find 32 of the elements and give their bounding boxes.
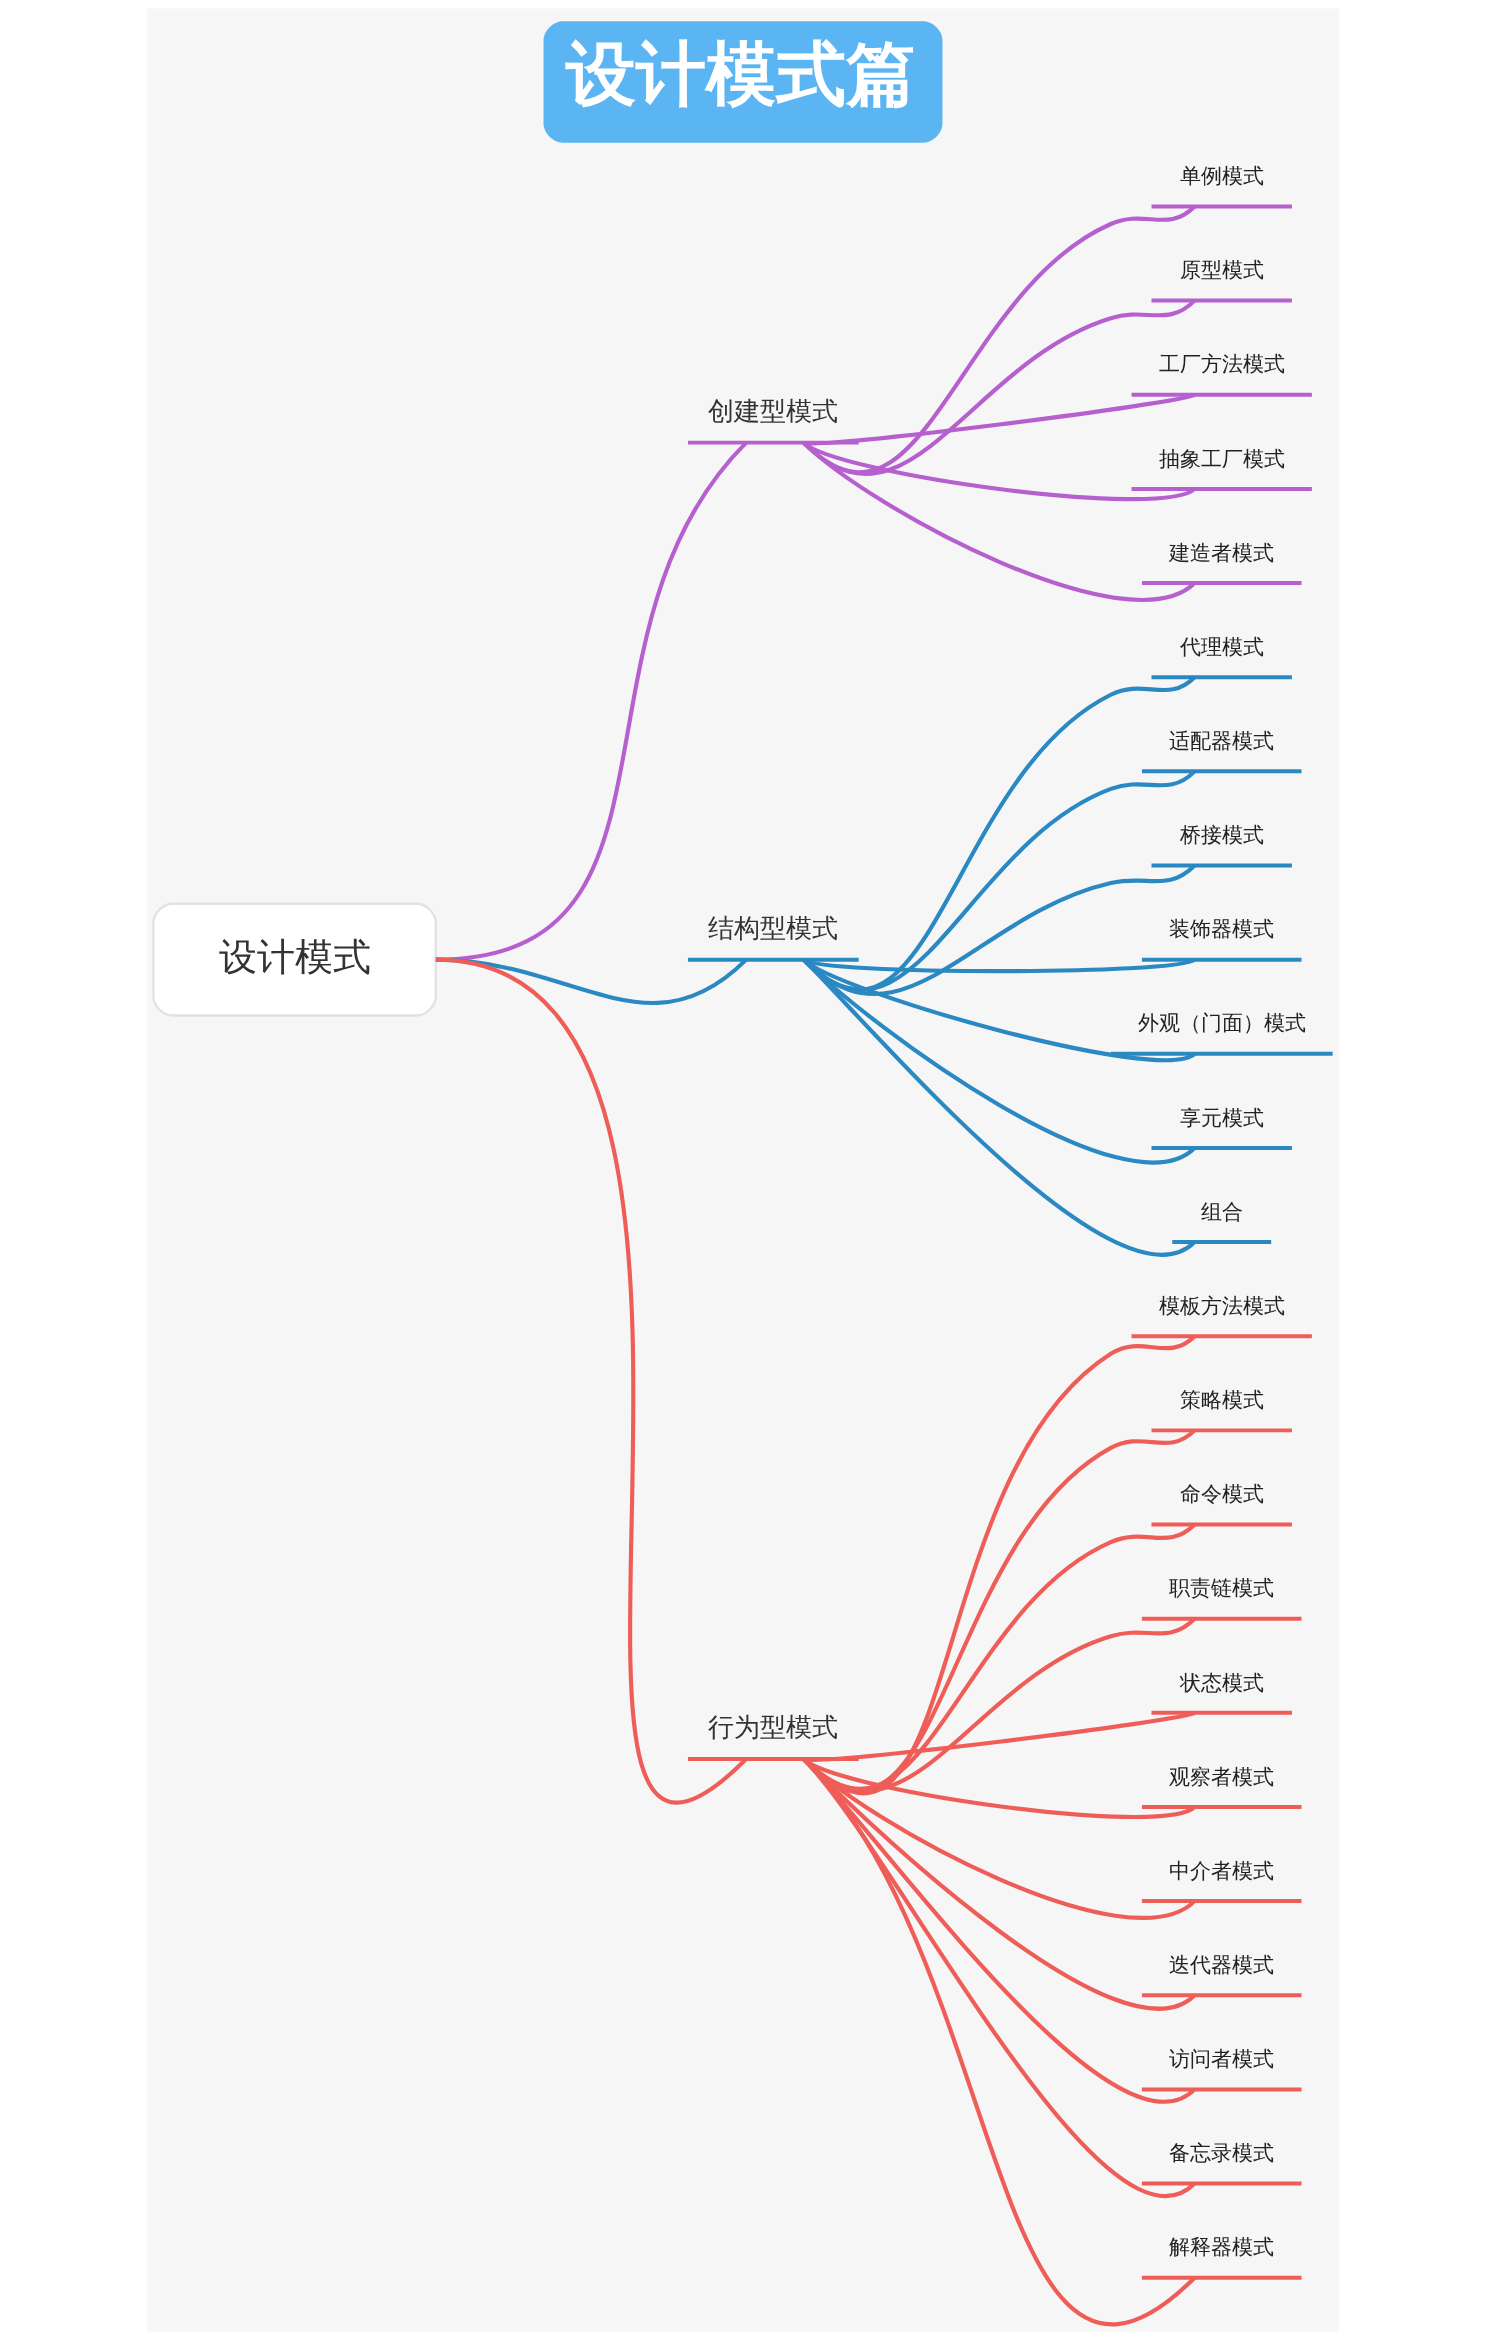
connector bbox=[802, 958, 1196, 1256]
node-text: 代理模式 bbox=[1179, 634, 1264, 659]
connector bbox=[802, 957, 1196, 1063]
node-text: 解释器模式 bbox=[1169, 2235, 1275, 2260]
connector bbox=[802, 441, 1196, 602]
node-text: 组合 bbox=[1200, 1199, 1243, 1224]
node-text: 创建型模式 bbox=[708, 395, 839, 426]
node-text: 单例模式 bbox=[1179, 164, 1264, 189]
node-text: 迭代器模式 bbox=[1169, 1952, 1275, 1977]
node-text: 建造者模式 bbox=[1169, 540, 1275, 565]
node-text: 策略模式 bbox=[1179, 1388, 1264, 1413]
connector bbox=[802, 958, 1196, 1165]
node-text: 观察者模式 bbox=[1169, 1764, 1275, 1789]
node-text: 备忘录模式 bbox=[1169, 2141, 1275, 2166]
node-text: 命令模式 bbox=[1179, 1482, 1264, 1507]
node-text: 模板方法模式 bbox=[1158, 1293, 1285, 1318]
node-text: 享元模式 bbox=[1179, 1105, 1264, 1130]
node-text: 访问者模式 bbox=[1169, 2047, 1275, 2072]
diagram-title: 设计模式篇 bbox=[565, 33, 916, 116]
node-text: 职责链模式 bbox=[1169, 1576, 1275, 1601]
node-text: 外观（门面）模式 bbox=[1137, 1011, 1306, 1036]
node-text: 状态模式 bbox=[1179, 1670, 1264, 1695]
node-text: 工厂方法模式 bbox=[1158, 352, 1285, 377]
node-text: 结构型模式 bbox=[708, 912, 839, 943]
node-text: 抽象工厂模式 bbox=[1158, 446, 1285, 471]
node-text: 原型模式 bbox=[1179, 258, 1264, 283]
connector bbox=[435, 441, 748, 962]
node-text: 装饰器模式 bbox=[1169, 917, 1275, 942]
node-box: 设计模式 bbox=[152, 902, 437, 1017]
node-text: 中介者模式 bbox=[1169, 1858, 1275, 1883]
node-text: 桥接模式 bbox=[1179, 823, 1264, 848]
node-text: 适配器模式 bbox=[1169, 729, 1275, 754]
